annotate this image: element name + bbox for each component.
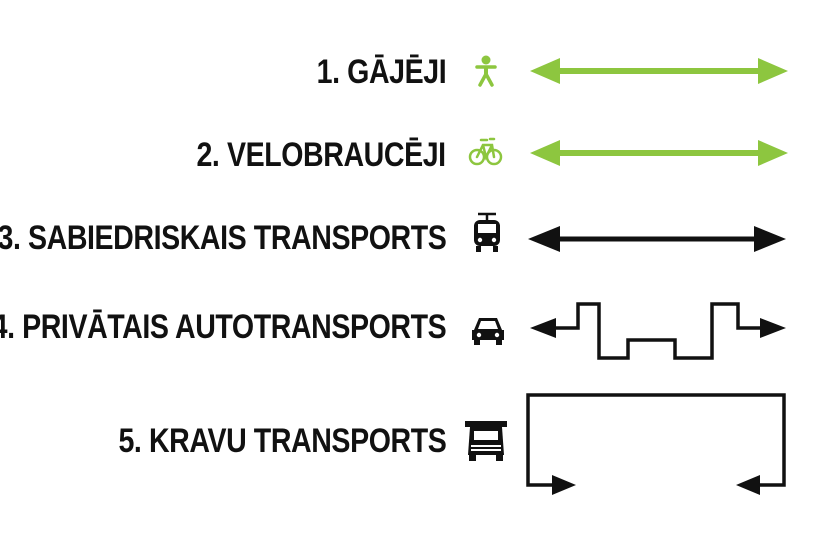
bicycle-icon — [468, 137, 503, 166]
mode-label-freight: 5. KRAVU TRANSPORTS — [118, 422, 446, 460]
truck-icon — [465, 421, 507, 461]
mode-label-private-cars: 4. PRIVĀTAIS AUTOTRANSPORTS — [0, 308, 446, 346]
pedestrian-icon — [475, 55, 497, 87]
public-transport-flow-arrow — [528, 226, 786, 252]
mode-label-pedestrians: 1. GĀJĒJI — [316, 53, 446, 91]
car-icon — [472, 318, 504, 345]
freight-route-path — [526, 393, 786, 495]
pedestrian-flow-arrow — [530, 58, 788, 84]
private-car-route-path — [530, 302, 786, 360]
mode-label-cyclists: 2. VELOBRAUCĒJI — [196, 136, 447, 174]
cyclist-flow-arrow — [530, 140, 788, 166]
mode-label-public-transport: 3. SABIEDRISKAIS TRANSPORTS — [0, 219, 446, 257]
tram-icon — [474, 212, 500, 252]
